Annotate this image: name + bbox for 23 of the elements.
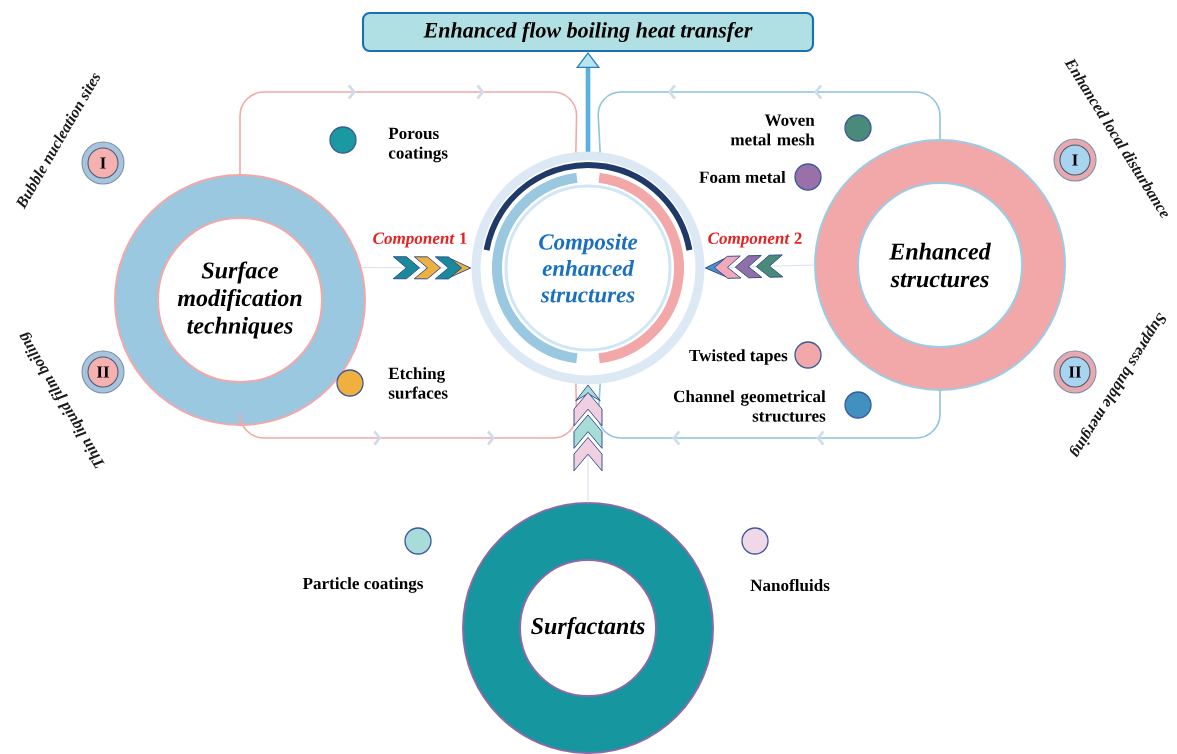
numeral-badge: I	[1053, 138, 1097, 182]
legend-label: Porous coatings	[388, 127, 448, 163]
flow-line	[597, 84, 941, 154]
legend-label: Etching surfaces	[388, 367, 448, 399]
legend-label: Woven metal mesh	[730, 114, 815, 146]
ring-node: Enhanced structures	[814, 139, 1066, 391]
title-box: Enhanced flow boiling heat transfer	[361, 11, 815, 53]
chevron-arrow	[360, 256, 472, 280]
numeral-badge: I	[81, 141, 125, 185]
numeral-badge: II	[81, 350, 125, 394]
edge-label: Component 2	[708, 232, 802, 248]
chevron-arrow	[573, 384, 603, 504]
edge-label: Component 1	[373, 232, 467, 248]
numeral-badge: II	[1053, 350, 1097, 394]
ring-node: Surfactants	[462, 502, 714, 754]
legend-label: Nanofluids	[750, 578, 830, 592]
flow-line	[597, 382, 941, 446]
chevron-arrow	[704, 254, 816, 279]
legend-label: Particle coatings	[302, 577, 424, 593]
legend-label: Channel geometrical structures	[673, 390, 826, 422]
ring-node: Surface modification techniques	[114, 174, 366, 426]
flow-line	[239, 382, 578, 446]
flow-line	[239, 84, 578, 176]
